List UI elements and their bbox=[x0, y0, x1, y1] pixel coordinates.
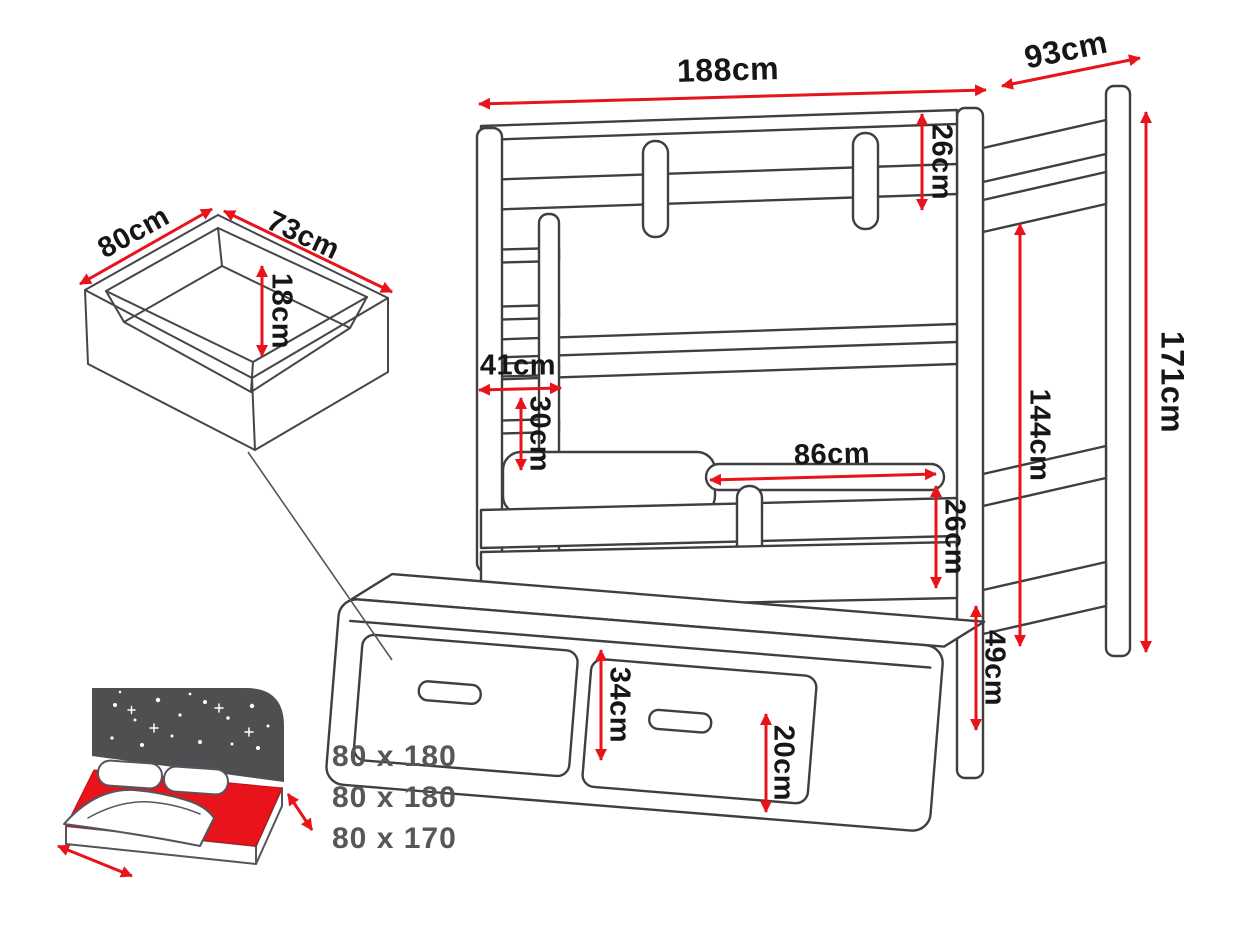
drawer-inner-edge-r bbox=[349, 296, 368, 329]
bed-mattress-icon bbox=[63, 688, 284, 865]
pillow-left bbox=[96, 759, 163, 790]
dim-guard-rail-length-label: 86cm bbox=[793, 437, 871, 472]
dim-under-bed-clearance-label: 49cm bbox=[978, 629, 1011, 707]
dim-line-total-width bbox=[478, 84, 987, 110]
drawer-inner-edge-b bbox=[217, 227, 223, 267]
trundle-drawer-2-handle bbox=[648, 708, 713, 734]
side-rail-top-1 bbox=[981, 118, 1108, 184]
mattress-size-3: 80 x 170 bbox=[332, 822, 457, 855]
back-right-post bbox=[1104, 84, 1132, 658]
trundle-drawer-1 bbox=[352, 633, 579, 778]
dim-line-ladder-width bbox=[478, 382, 562, 396]
dim-line-drawer-width bbox=[79, 207, 213, 286]
bed-icon-depth-arrow bbox=[286, 793, 314, 831]
upper-mattress-seam bbox=[479, 340, 959, 360]
dim-side-frame-height-label: 144cm bbox=[1023, 388, 1056, 482]
bed-icon-width-arrow bbox=[57, 844, 133, 878]
dim-trundle-drawer-height-label: 20cm bbox=[767, 724, 800, 802]
middle-bunk-platform bbox=[479, 496, 959, 550]
dim-line-guard-rail-length bbox=[709, 468, 937, 486]
drawer-inner-edge-f bbox=[250, 361, 254, 393]
dim-line-drawer-depth bbox=[223, 209, 393, 294]
top-guard-rail bbox=[479, 162, 959, 212]
pillow-right bbox=[162, 765, 229, 796]
dim-middle-rail-height-label: 26cm bbox=[938, 498, 971, 576]
mattress-size-2: 80 x 180 bbox=[332, 781, 457, 814]
dim-trundle-height-label: 34cm bbox=[603, 666, 636, 744]
duvet-fold-line bbox=[87, 801, 201, 819]
headboard-panel bbox=[92, 688, 284, 782]
top-cap-rail bbox=[479, 108, 959, 142]
trundle-drawer-1-handle bbox=[417, 680, 482, 706]
trundle-lip-line bbox=[348, 619, 932, 669]
dim-total-width-label: 188cm bbox=[676, 50, 780, 89]
leader-line bbox=[247, 451, 393, 661]
side-rail-base bbox=[981, 560, 1108, 636]
dim-ladder-width-label: 41cm bbox=[479, 349, 557, 382]
dim-total-height-label: 171cm bbox=[1154, 330, 1191, 434]
duvet bbox=[63, 788, 215, 847]
top-slat-left bbox=[641, 139, 670, 239]
top-slat-right bbox=[851, 131, 880, 231]
side-rail-top-2 bbox=[981, 170, 1108, 234]
dimension-lines bbox=[57, 54, 1152, 878]
bunk-bed-drawing bbox=[325, 84, 1132, 832]
dim-drawer-height-label: 18cm bbox=[265, 272, 298, 350]
dim-shelf-spacing-label: 30cm bbox=[523, 395, 556, 473]
drawer-inner-edge-l bbox=[105, 290, 125, 323]
dim-line-total-depth bbox=[1001, 54, 1141, 90]
mattress-size-1: 80 x 180 bbox=[332, 740, 457, 773]
trundle-bed bbox=[325, 572, 986, 832]
star-dots bbox=[110, 690, 270, 750]
dim-top-rail-height-label: 26cm bbox=[925, 123, 958, 201]
